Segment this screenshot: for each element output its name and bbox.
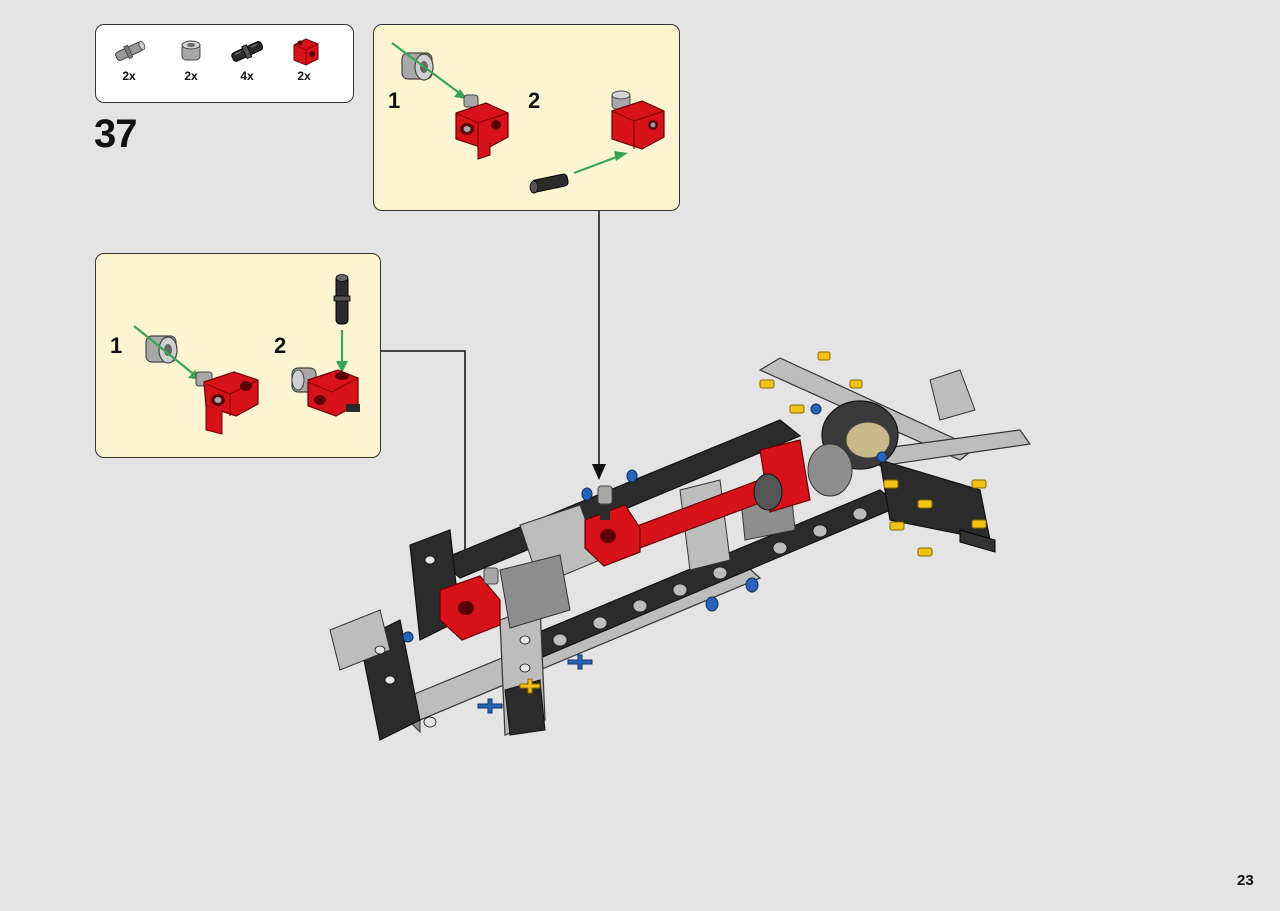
grey-bushing-icon xyxy=(181,40,201,61)
part-qty: 4x xyxy=(240,69,254,83)
red-block-icon xyxy=(291,367,360,417)
red-block-icon xyxy=(455,94,509,160)
part-qty: 2x xyxy=(184,69,198,83)
grey-pin-icon xyxy=(115,40,146,61)
substep-2-label: 2 xyxy=(274,333,287,358)
part-qty: 2x xyxy=(297,69,311,83)
substep-2-label: 2 xyxy=(528,88,541,113)
part-black-friction-pin: 4x xyxy=(222,35,272,83)
part-red-connector-block: 2x xyxy=(279,35,329,83)
black-pin-icon xyxy=(333,274,351,325)
black-pin-icon xyxy=(529,173,569,194)
blue-axle-pins xyxy=(402,403,888,714)
substep-1-label: 1 xyxy=(388,88,401,113)
red-connector-block-front xyxy=(584,485,641,567)
callout-pointer-left xyxy=(381,350,472,569)
page-number: 23 xyxy=(1237,872,1254,889)
part-grey-bushing: 2x xyxy=(166,35,216,83)
sub-assembly-callout-left: 1 2 xyxy=(95,253,381,458)
part-qty: 2x xyxy=(122,69,136,83)
green-arrow-icon xyxy=(336,330,348,373)
red-connector-block-rear xyxy=(439,567,501,641)
green-arrow-icon xyxy=(573,151,628,175)
step-number: 37 xyxy=(94,112,137,156)
frame-holes xyxy=(374,555,531,728)
substep-1-label: 1 xyxy=(110,333,123,358)
callout-pointer-top xyxy=(592,211,606,480)
red-block-icon xyxy=(195,371,259,435)
callout-top-illustration xyxy=(391,42,665,194)
red-block-icon xyxy=(611,90,665,150)
red-block-icon xyxy=(293,38,319,66)
black-pin-icon xyxy=(231,41,264,62)
differential-gear xyxy=(753,400,899,511)
parts-list-box: 2x 2x 4x xyxy=(95,24,354,103)
sub-assembly-callout-top: 1 2 xyxy=(373,24,680,211)
part-grey-connector-pin: 2x xyxy=(104,35,154,83)
callout-left-illustration xyxy=(133,274,360,435)
yellow-pins xyxy=(519,351,987,694)
